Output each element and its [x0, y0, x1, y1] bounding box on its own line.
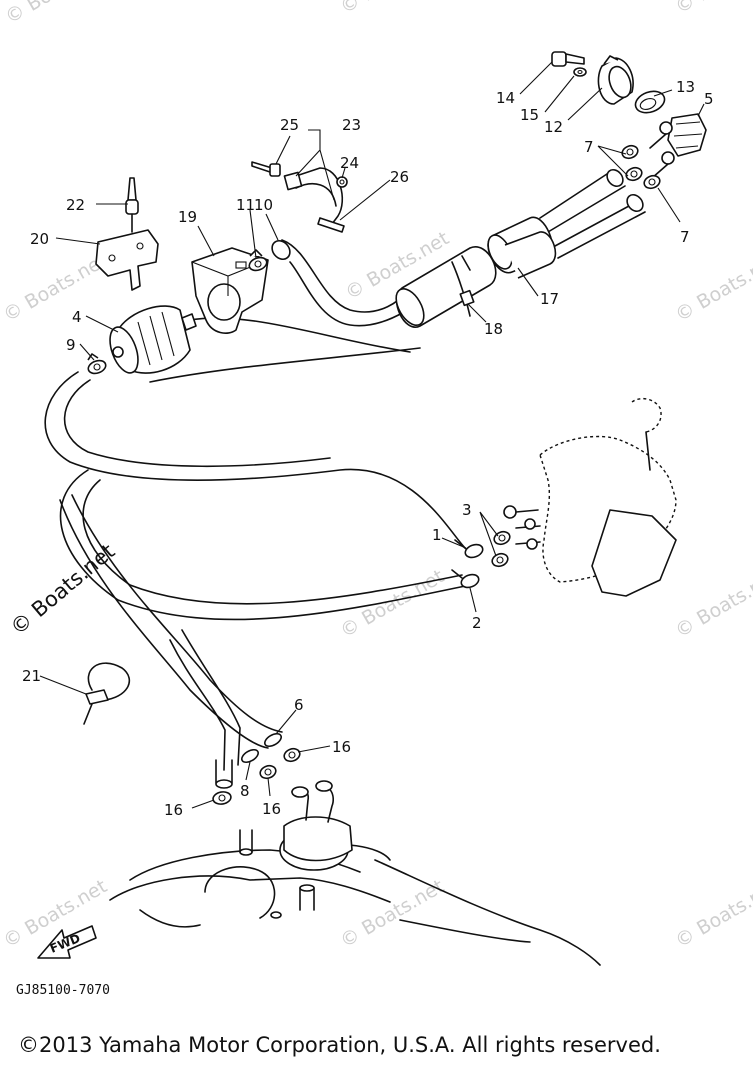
- label-17: 17: [540, 290, 559, 308]
- part-14-bolt: [552, 52, 584, 66]
- label-21: 21: [22, 667, 41, 685]
- part-7-clamps: [620, 144, 661, 191]
- label-18: 18: [484, 320, 503, 338]
- label-16-middle: 16: [262, 800, 281, 818]
- label-23: 23: [342, 116, 361, 134]
- watermark: © Boats.net: [672, 249, 753, 326]
- part-1-2-fittings: [452, 540, 485, 590]
- part-9-clamp: [86, 354, 107, 376]
- watermark: © Boats.net: [672, 875, 753, 952]
- part-5-fuel-cock: [650, 114, 706, 178]
- hose-to-tank-d: [182, 630, 240, 765]
- label-13: 13: [676, 78, 695, 96]
- part-15-washer: [574, 68, 586, 76]
- label-9: 9: [66, 336, 76, 354]
- part-labels: 14 15 12 13 5 7 7 25 23 24 26 22 20 19 1…: [22, 78, 714, 819]
- watermark: © Boats.net: [2, 0, 113, 28]
- watermark: © Boats.net: [672, 0, 753, 18]
- diagram-code: GJ85100-7070: [16, 983, 110, 998]
- part-20-bracket: [96, 230, 158, 290]
- label-15: 15: [520, 106, 539, 124]
- part-22-pin: [126, 178, 138, 232]
- label-19: 19: [178, 208, 197, 226]
- watermarks: © Boats.net © Boats.net © Boats.net © Bo…: [0, 0, 753, 952]
- leader-lines: [40, 62, 704, 808]
- hose-to-tank-a: [60, 500, 268, 748]
- engine-outline: [540, 399, 676, 596]
- label-4: 4: [72, 308, 82, 326]
- label-16-right: 16: [332, 738, 351, 756]
- label-8: 8: [240, 782, 250, 800]
- hose-loop-outer-upper: [45, 372, 470, 552]
- watermark: © Boats.net: [337, 0, 448, 18]
- watermark: © Boats.net: [337, 875, 448, 952]
- hose-loop-lower-outer: [61, 470, 470, 619]
- label-16-left: 16: [164, 801, 183, 819]
- label-1: 1: [432, 526, 442, 544]
- label-6: 6: [294, 696, 304, 714]
- copyright-text: ©2013 Yamaha Motor Corporation, U.S.A. A…: [18, 1033, 661, 1057]
- label-10: 10: [254, 196, 273, 214]
- part-12-cover: [598, 56, 634, 104]
- part-3-clamps: [490, 506, 540, 568]
- watermark: © Boats.net: [337, 565, 448, 642]
- watermark: © Boats.net: [672, 565, 753, 642]
- label-2: 2: [472, 614, 482, 632]
- hose-loop-inner-upper: [65, 380, 330, 466]
- label-24: 24: [340, 154, 359, 172]
- label-3: 3: [462, 501, 472, 519]
- label-11: 11: [236, 196, 255, 214]
- watermark-dark: © Boats.net: [6, 539, 120, 640]
- part-24-washer: [337, 177, 347, 187]
- part-25-bolt: [252, 162, 280, 176]
- part-21-tie-band: [84, 663, 129, 724]
- part-23-band: [284, 168, 344, 232]
- part-4-fuel-filter: [105, 306, 196, 377]
- hose-loop-lower-inner: [83, 480, 462, 604]
- label-7-upper: 7: [584, 138, 594, 156]
- label-22: 22: [66, 196, 85, 214]
- label-5: 5: [704, 90, 714, 108]
- hose-to-tank-c: [170, 640, 225, 770]
- label-14: 14: [496, 89, 515, 107]
- label-26: 26: [390, 168, 409, 186]
- label-25: 25: [280, 116, 299, 134]
- part-13-nut: [632, 87, 667, 116]
- label-20: 20: [30, 230, 49, 248]
- label-12: 12: [544, 118, 563, 136]
- label-7-lower: 7: [680, 228, 690, 246]
- watermark: © Boats.net: [0, 249, 111, 326]
